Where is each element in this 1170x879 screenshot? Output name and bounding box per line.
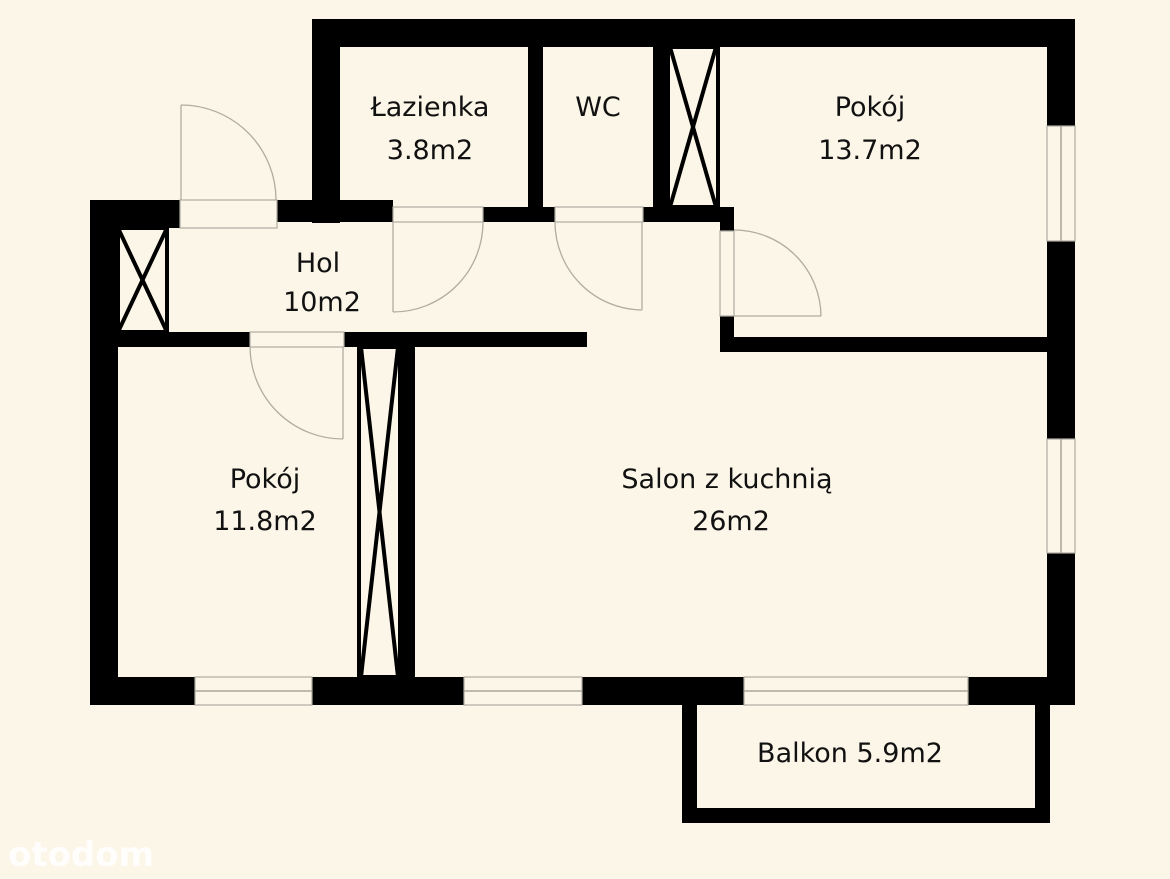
- room-bedroom-right: Pokój 13.7m2: [818, 92, 922, 166]
- window-salon-right: [1046, 438, 1076, 554]
- room-labels: Łazienka 3.8m2 WC Pokój 13.7m2 Hol 10m2 …: [213, 92, 943, 769]
- room-name: Hol: [296, 248, 340, 279]
- balcony-door: [743, 676, 969, 706]
- walls: [90, 19, 1075, 823]
- room-wc: WC: [575, 92, 621, 123]
- entrance-door: [179, 104, 278, 229]
- room-bedroom-left: Pokój 11.8m2: [213, 464, 317, 537]
- window-salon-bottom: [463, 676, 583, 706]
- watermark-logo: otodom: [8, 835, 154, 875]
- room-area: 11.8m2: [213, 506, 317, 537]
- room-name: Salon z kuchnią: [621, 464, 832, 495]
- room-name: Łazienka: [370, 92, 490, 123]
- room-living-kitchen: Salon z kuchnią 26m2: [621, 464, 832, 537]
- shaft-hall: [116, 226, 169, 334]
- room-hall: Hol 10m2: [283, 248, 361, 318]
- room-name: Pokój: [230, 464, 301, 495]
- room-area: 26m2: [692, 506, 770, 537]
- wardrobe: [357, 345, 402, 679]
- room-area: 10m2: [283, 287, 361, 318]
- room-name: Pokój: [835, 92, 906, 123]
- window-pokoj-bottom: [194, 676, 313, 706]
- bathroom-door: [392, 206, 484, 313]
- room-area: 3.8m2: [387, 135, 473, 166]
- doors: [179, 104, 822, 440]
- room-door-left: [249, 331, 345, 440]
- room-name: WC: [575, 92, 621, 123]
- window-pokoj-right: [1046, 125, 1076, 242]
- wc-door: [554, 206, 644, 311]
- shafts: [116, 45, 720, 679]
- room-name: Balkon 5.9m2: [757, 738, 943, 769]
- room-door-right: [719, 229, 822, 317]
- room-area: 13.7m2: [818, 135, 922, 166]
- room-balcony: Balkon 5.9m2: [757, 738, 943, 769]
- room-bathroom: Łazienka 3.8m2: [370, 92, 490, 166]
- windows: [194, 125, 1076, 706]
- shaft-top: [666, 45, 720, 209]
